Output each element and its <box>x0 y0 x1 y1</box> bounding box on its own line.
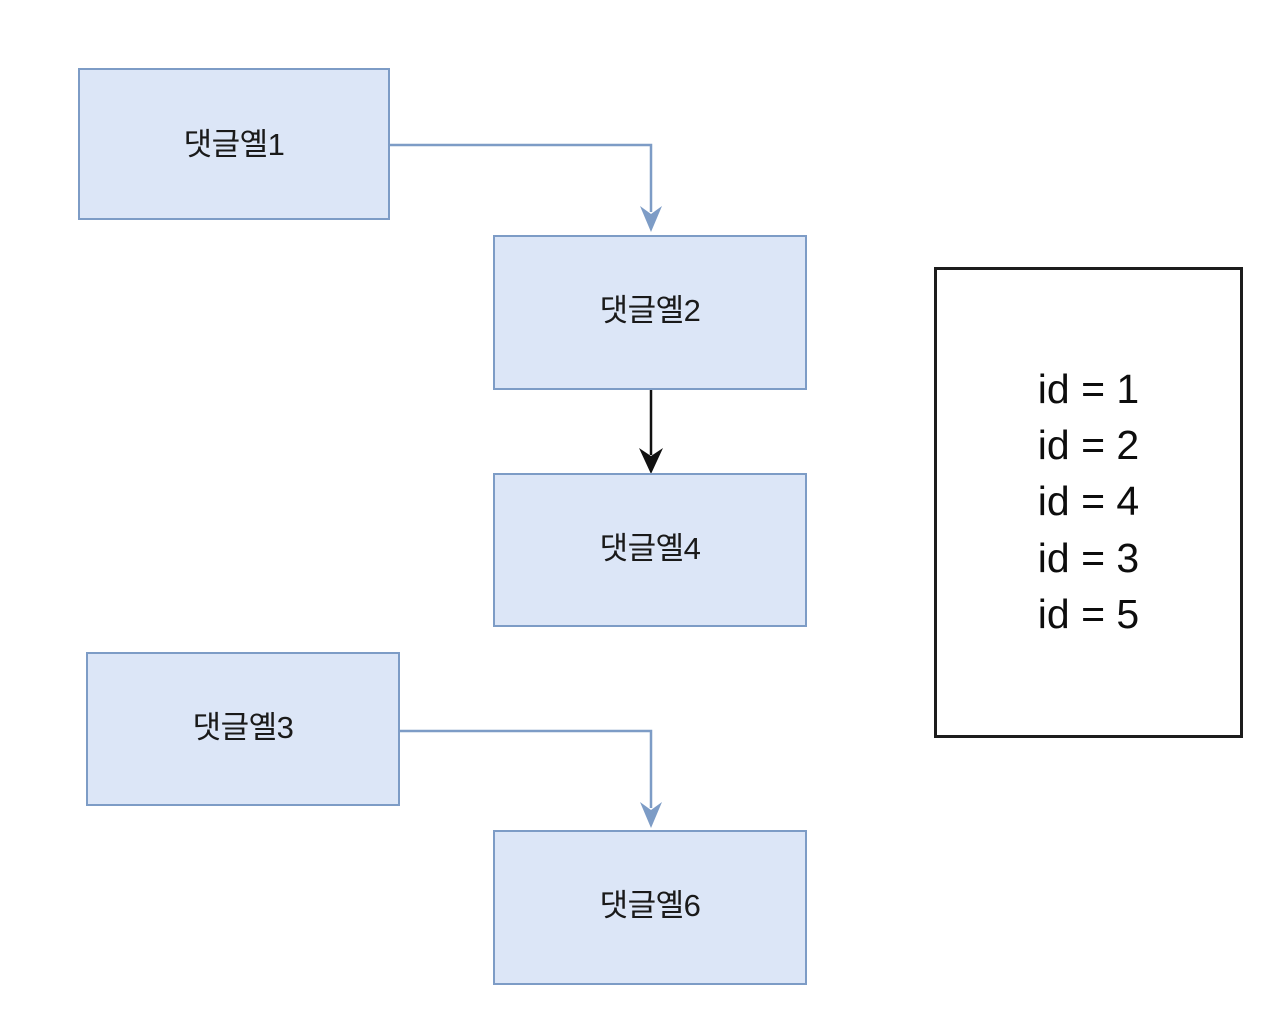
id-list-item: id = 5 <box>1037 590 1140 637</box>
edge-comment1-to-comment2 <box>390 143 662 232</box>
id-list-item: id = 3 <box>1037 534 1140 581</box>
edge-comment3-to-comment6 <box>400 729 662 828</box>
id-list-item: id = 4 <box>1037 478 1140 525</box>
edge-comment2-to-comment4 <box>639 390 663 474</box>
node-comment3[interactable]: 댓글옐3 <box>86 652 400 806</box>
arrowhead-icon <box>640 802 662 828</box>
node-comment1[interactable]: 댓글옐1 <box>78 68 390 220</box>
node-comment2-label: 댓글옐2 <box>599 293 701 328</box>
id-list: id = 1 id = 2 id = 4 id = 3 id = 5 <box>1038 364 1139 638</box>
node-comment3-label: 댓글옐3 <box>192 710 294 745</box>
node-comment6-label: 댓글옐6 <box>599 888 701 923</box>
id-list-panel: id = 1 id = 2 id = 4 id = 3 id = 5 <box>934 267 1243 738</box>
arrowhead-icon <box>640 206 662 232</box>
node-comment2[interactable]: 댓글옐2 <box>493 235 807 390</box>
id-list-item: id = 1 <box>1037 366 1140 413</box>
node-comment4-label: 댓글옐4 <box>599 531 701 566</box>
node-comment6[interactable]: 댓글옐6 <box>493 830 807 985</box>
node-comment1-label: 댓글옐1 <box>183 126 285 162</box>
arrowhead-icon <box>639 448 663 474</box>
id-list-item: id = 2 <box>1037 422 1140 469</box>
node-comment4[interactable]: 댓글옐4 <box>493 473 807 627</box>
